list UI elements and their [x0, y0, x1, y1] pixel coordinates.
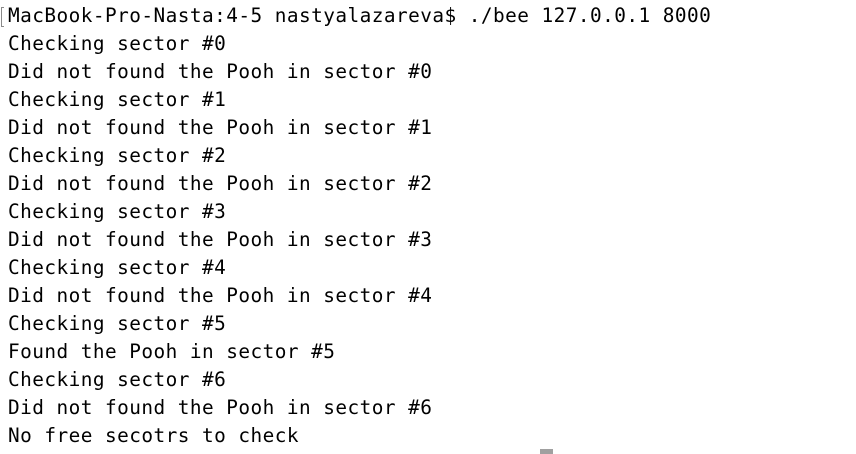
output-line: Checking sector #4 — [8, 256, 227, 279]
output-line: Did not found the Pooh in sector #4 — [8, 284, 433, 307]
output-line: Did not found the Pooh in sector #3 — [8, 228, 433, 251]
output-line: Did not found the Pooh in sector #1 — [8, 116, 433, 139]
prompt-line: MacBook-Pro-Nasta:4-5 nastyalazareva$ ./… — [8, 4, 712, 27]
text-cursor — [540, 449, 553, 454]
output-line: Checking sector #6 — [8, 368, 227, 391]
output-line: Checking sector #2 — [8, 144, 227, 167]
output-line: Found the Pooh in sector #5 — [8, 340, 336, 363]
output-line: Checking sector #3 — [8, 200, 227, 223]
output-line: Checking sector #5 — [8, 312, 227, 335]
terminal-output: MacBook-Pro-Nasta:4-5 nastyalazareva$ ./… — [8, 2, 711, 450]
output-line: Did not found the Pooh in sector #6 — [8, 396, 433, 419]
prompt-mark-icon — [1, 7, 4, 27]
output-line: Did not found the Pooh in sector #0 — [8, 60, 433, 83]
output-line: Checking sector #0 — [8, 32, 227, 55]
output-line: Did not found the Pooh in sector #2 — [8, 172, 433, 195]
output-line: No free secotrs to check — [8, 424, 299, 447]
output-line: Checking sector #1 — [8, 88, 227, 111]
